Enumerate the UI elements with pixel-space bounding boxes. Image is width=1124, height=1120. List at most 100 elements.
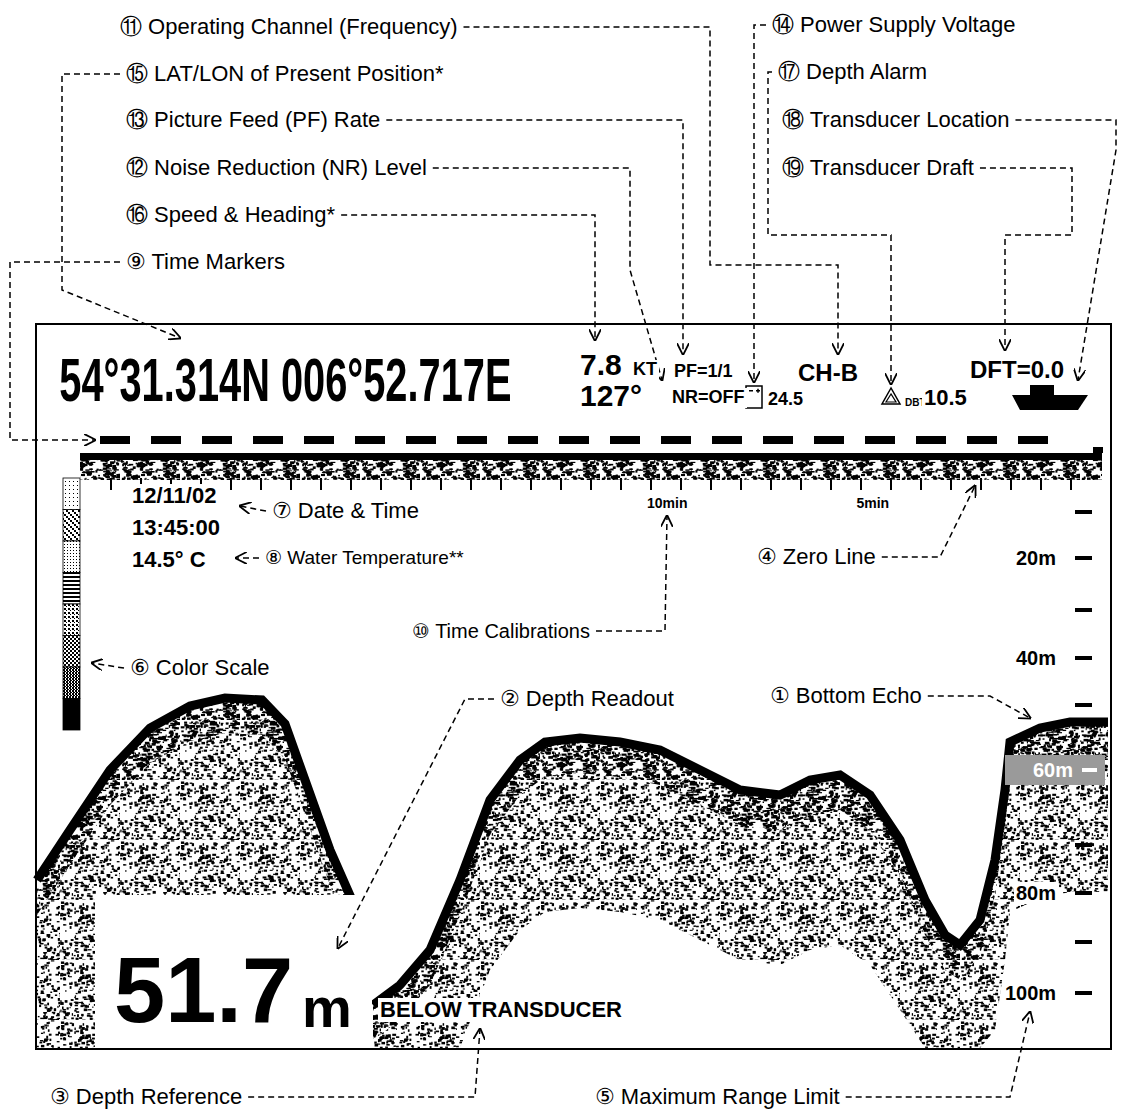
time-marker — [967, 436, 997, 444]
time-calibration-tick — [260, 478, 262, 490]
range-tick — [1075, 608, 1092, 612]
time-marker — [253, 436, 283, 444]
time-calibration-tick — [110, 478, 112, 490]
screen-readout: 5min — [855, 496, 892, 511]
callout-label: ⑭ Power Supply Voltage — [772, 13, 1015, 37]
leader-line — [338, 699, 494, 948]
color-scale-block — [63, 510, 80, 542]
callout-label: ⑤ Maximum Range Limit — [595, 1085, 840, 1109]
leader-lines — [10, 25, 1116, 1097]
time-calibration-tick — [380, 478, 382, 490]
screen-readout: PF=1/1 — [672, 362, 735, 382]
bottom-echo — [373, 722, 1108, 1040]
leader-line — [240, 506, 266, 511]
range-tick — [1075, 940, 1092, 944]
time-calibration-tick — [290, 478, 292, 490]
time-calibration-tick — [860, 478, 862, 490]
depth-alarm-icon — [882, 388, 900, 404]
time-calibration-tick — [980, 478, 982, 490]
time-calibration-tick — [740, 478, 742, 490]
callout-label: ⑮ LAT/LON of Present Position* — [126, 62, 444, 86]
time-calibration-tick — [1010, 478, 1012, 490]
sonar-picture — [37, 385, 1108, 1048]
time-calibration-tick — [1070, 478, 1072, 490]
callout-label: ⑦ Date & Time — [272, 499, 419, 523]
battery-icon — [746, 386, 762, 408]
time-calibration-tick — [530, 478, 532, 490]
ship-icon — [1030, 385, 1054, 396]
time-marker — [406, 436, 436, 444]
range-tick — [1082, 768, 1097, 772]
time-calibration-tick — [350, 478, 352, 490]
time-calibration-tick — [710, 478, 712, 490]
callout-label: ⑰ Depth Alarm — [778, 60, 927, 84]
callout-label: ④ Zero Line — [757, 545, 876, 569]
screen-readout: 10min — [645, 496, 689, 511]
callout-label: ⑫ Noise Reduction (NR) Level — [126, 156, 427, 180]
time-marker — [355, 436, 385, 444]
zero-line — [80, 453, 1102, 460]
bottom-echo — [373, 722, 1108, 1048]
leader-line — [92, 663, 124, 668]
screen-readout: 80m — [1014, 882, 1058, 904]
time-marker — [661, 436, 691, 444]
range-tick — [1075, 843, 1092, 847]
time-calibration-tick — [500, 478, 502, 490]
time-marker — [202, 436, 232, 444]
leader-line — [1015, 120, 1116, 380]
callout-label: ⑬ Picture Feed (PF) Rate — [126, 108, 380, 132]
screen-readout: 40m — [1014, 647, 1058, 669]
screen-readout: 24.5 — [766, 390, 805, 410]
time-marker — [457, 436, 487, 444]
screen-readout: BELOW TRANSDUCER — [378, 998, 624, 1022]
illustration-part — [1093, 447, 1103, 453]
range-tick — [1075, 891, 1092, 895]
time-marker — [559, 436, 589, 444]
leader-line — [846, 1012, 1030, 1097]
screen-readout: DFT=0.0 — [968, 357, 1066, 383]
leader-line — [596, 516, 667, 631]
bottom-echo-edge — [37, 698, 352, 900]
time-marker — [763, 436, 793, 444]
callout-label: ① Bottom Echo — [770, 684, 922, 708]
time-marker — [610, 436, 640, 444]
bottom-echo-edge — [373, 722, 1108, 1005]
time-calibration-tick — [620, 478, 622, 490]
time-calibration-tick — [410, 478, 412, 490]
callout-label: ② Depth Readout — [500, 687, 674, 711]
callout-label: ⑨ Time Markers — [126, 250, 285, 274]
time-marker — [865, 436, 895, 444]
callout-label: ⑩ Time Calibrations — [412, 620, 590, 642]
time-calibration-tick — [560, 478, 562, 490]
time-calibration-tick — [950, 478, 952, 490]
screen-readout: CH-B — [796, 360, 860, 386]
time-calibration-tick — [470, 478, 472, 490]
screen-readout: 12/11/02 — [130, 484, 218, 508]
screen-readout: 7.8 — [578, 348, 624, 381]
callout-label: ③ Depth Reference — [50, 1085, 242, 1109]
screen-readout: m — [300, 977, 354, 1039]
leader-line — [341, 215, 595, 340]
range-tick — [1075, 991, 1092, 995]
illustration-part — [757, 389, 759, 393]
time-marker — [712, 436, 742, 444]
screen-readout: 60m — [1033, 759, 1073, 781]
time-marker — [916, 436, 946, 444]
time-calibration-tick — [440, 478, 442, 490]
callout-label: ⑧ Water Temperature** — [265, 548, 464, 569]
leader-line — [928, 696, 1030, 718]
range-tick — [1075, 556, 1092, 560]
color-scale-block — [63, 604, 80, 636]
time-calibration-tick — [800, 478, 802, 490]
time-calibration-tick — [320, 478, 322, 490]
time-marker — [1018, 436, 1048, 444]
time-calibration-tick — [890, 478, 892, 490]
time-calibration-tick — [770, 478, 772, 490]
color-scale-block — [63, 636, 80, 668]
time-marker — [508, 436, 538, 444]
time-marker — [151, 436, 181, 444]
time-calibration-tick — [920, 478, 922, 490]
range-marker-box: 60m — [1005, 755, 1105, 785]
callout-label: ⑲ Transducer Draft — [782, 156, 974, 180]
